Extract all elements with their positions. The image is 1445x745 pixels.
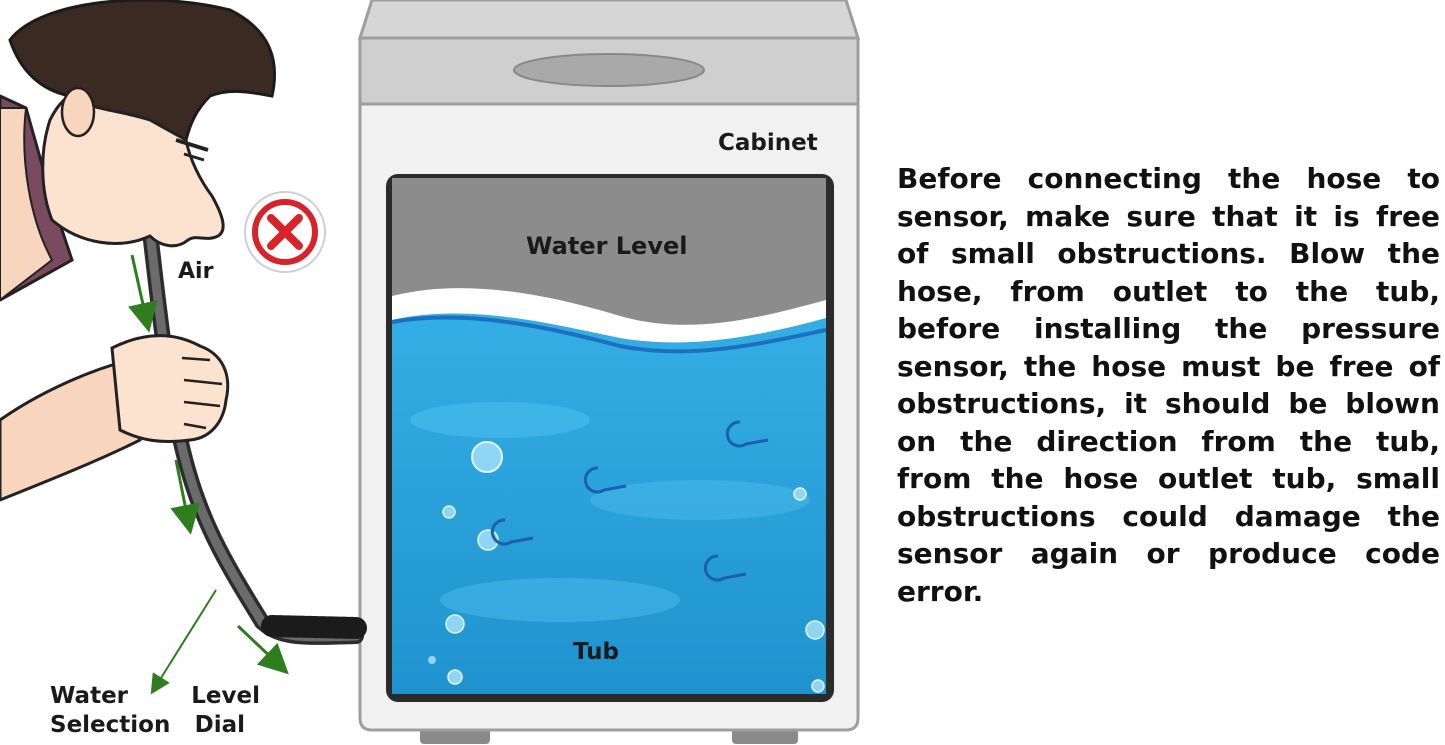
- cabinet-label: Cabinet: [718, 130, 818, 156]
- washing-machine: [357, 0, 861, 744]
- water-ripple: [590, 480, 810, 520]
- bubble: [471, 441, 503, 473]
- air-label: Air: [178, 259, 214, 284]
- bubble: [447, 669, 463, 685]
- water-level-dial-label-line1: Water Level: [50, 683, 260, 709]
- air-arrow: [128, 254, 158, 333]
- air-arrow: [170, 459, 200, 535]
- person-eyebrow: [175, 138, 209, 152]
- water-level-label: Water Level: [526, 232, 688, 260]
- bubble: [805, 620, 825, 640]
- air-flow-arrows: [128, 254, 289, 695]
- person-face: [41, 94, 225, 248]
- person-knuckles: [181, 356, 223, 430]
- person-hand: [110, 334, 230, 444]
- bubble: [445, 614, 465, 634]
- bubble: [442, 505, 456, 519]
- person-neck: [0, 107, 54, 302]
- water-ripple: [440, 578, 680, 622]
- tub-label: Tub: [573, 639, 619, 665]
- air-arrow: [236, 624, 289, 675]
- prohibited-x-icon: [244, 191, 326, 273]
- water-swirl: [490, 420, 769, 582]
- person-arm: [0, 358, 142, 502]
- water-surface-wave: [392, 288, 826, 343]
- hose-coil: [261, 615, 367, 639]
- dial-pointer-arrow: [150, 589, 217, 695]
- bubble: [811, 679, 825, 693]
- instruction-text: Before connecting the hose to sensor, ma…: [897, 162, 1440, 608]
- person-eye: [183, 152, 205, 162]
- person-ear: [60, 86, 96, 138]
- water-ripple: [410, 402, 590, 438]
- bubble: [793, 487, 807, 501]
- water-surface-highlight: [391, 315, 827, 354]
- hose: [142, 224, 367, 645]
- water-level-dial-label-line2: Selection Dial: [50, 712, 245, 738]
- machine-lid: [357, 0, 861, 40]
- machine-dispenser: [513, 53, 705, 87]
- bubble: [428, 656, 436, 664]
- person: [0, 0, 277, 502]
